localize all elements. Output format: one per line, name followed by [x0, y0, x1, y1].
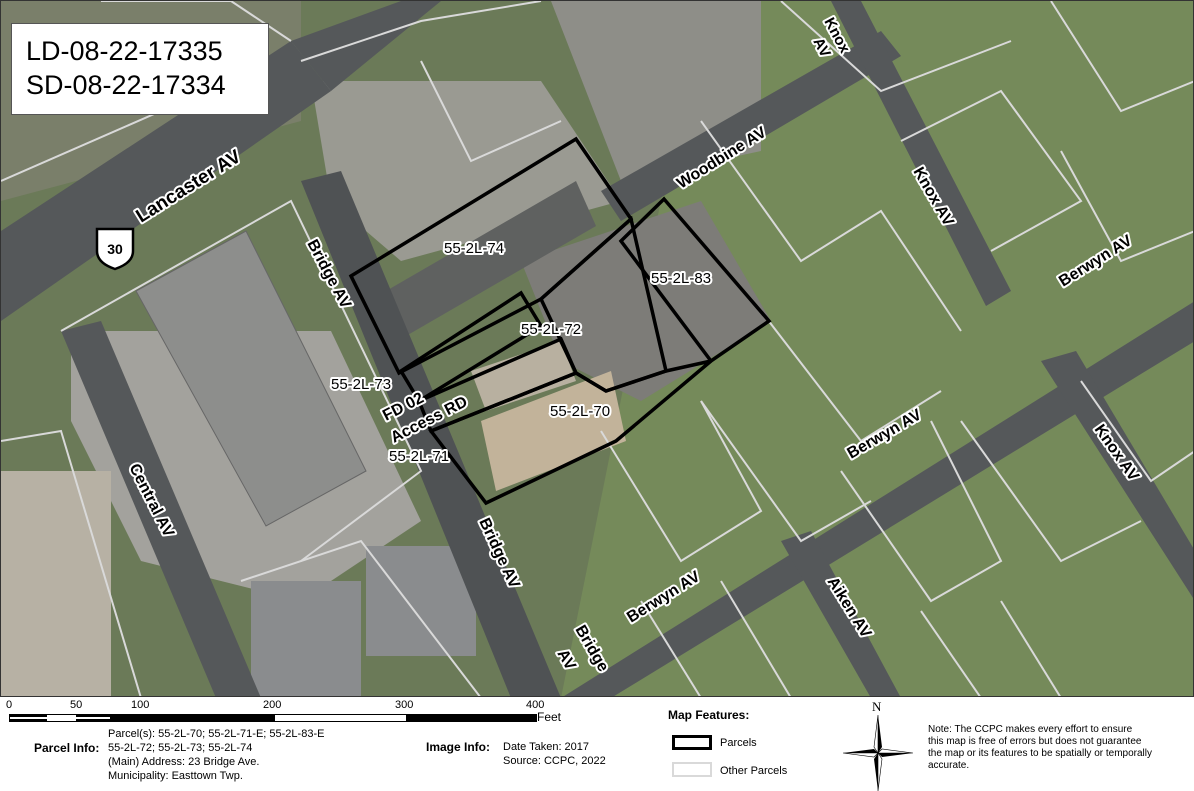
scale-unit: Feet [537, 710, 562, 724]
scale-tick-200: 200 [263, 699, 282, 711]
case-number-sd: SD-08-22-17334 [26, 70, 226, 100]
parcels-legend-label: Parcels [720, 737, 757, 749]
case-number-ld: LD-08-22-17335 [26, 36, 223, 66]
parcel-info-line2: 55-2L-72; 55-2L-73; 55-2L-74 [108, 742, 253, 754]
parcel-info-label: Parcel Info: [34, 741, 100, 755]
building-parcel-74 [386, 181, 596, 336]
woodbine-road [601, 31, 901, 221]
route-number: 30 [107, 241, 123, 257]
disclaimer-line3: the map or its features to be spatially … [928, 748, 1152, 759]
label-parcel-71: 55-2L-71 [389, 448, 449, 465]
north-label: N [872, 699, 882, 714]
other-parcels-legend-label: Other Parcels [720, 765, 788, 777]
parcel-info-line1: Parcel(s): 55-2L-70; 55-2L-71-E; 55-2L-8… [108, 728, 325, 740]
lancaster-road-east [291, 1, 441, 91]
parcel-70-outline [428, 359, 713, 506]
scale-tick-0: 0 [6, 699, 13, 711]
other-parcels [1, 1, 1193, 696]
aerial-map[interactable]: 30 Lancaster AV Bridge AV Bridge AV Brid… [0, 0, 1194, 697]
case-number-box: LD-08-22-17335 SD-08-22-17334 [11, 23, 269, 115]
other-parcels-swatch [672, 762, 712, 777]
label-parcel-83: 55-2L-83 [651, 270, 711, 287]
aiken-road [781, 531, 900, 696]
disclaimer-line4: accurate. [928, 760, 970, 771]
image-info-date: Date Taken: 2017 [503, 741, 590, 753]
map-features-title: Map Features: [668, 708, 750, 722]
north-arrow: N [843, 699, 913, 791]
building-parcel-70 [481, 371, 626, 491]
label-parcel-74: 55-2L-74 [444, 240, 504, 257]
berwyn-road [564, 302, 1193, 696]
image-info-label: Image Info: [426, 740, 491, 754]
label-parcel-72: 55-2L-72 [521, 321, 581, 338]
knox-road [831, 1, 1011, 306]
us-route-shield: 30 [95, 227, 135, 271]
label-parcel-73: 55-2L-73 [331, 376, 391, 393]
image-info-source: Source: CCPC, 2022 [503, 755, 606, 767]
commercial-building-west [135, 230, 367, 527]
scale-tick-400: 400 [526, 699, 545, 711]
scale-tick-100: 100 [131, 699, 150, 711]
compass-rose-icon [843, 715, 913, 791]
building-parcel-73 [471, 341, 576, 411]
scale-bar-frame [9, 714, 537, 722]
parcel-83-outline [618, 196, 772, 364]
map-legend-panel: 0 50 100 200 300 400 Feet Parcel Info: P… [0, 697, 1194, 791]
residential-area [561, 1, 1193, 696]
subject-parcels [348, 136, 772, 506]
scale-tick-50: 50 [70, 699, 83, 711]
townhouses-1 [251, 581, 361, 696]
parcels-swatch [672, 735, 712, 750]
south-west-building [1, 471, 111, 696]
label-parcel-70: 55-2L-70 [550, 403, 610, 420]
parcel-info-address: (Main) Address: 23 Bridge Ave. [108, 756, 260, 768]
central-road [61, 321, 261, 696]
disclaimer-line1: Note: The CCPC makes every effort to ens… [928, 724, 1133, 735]
parcel-info-municipality: Municipality: Easttown Twp. [108, 770, 243, 782]
disclaimer-line2: this map is free of errors but does not … [928, 736, 1142, 747]
scale-tick-300: 300 [395, 699, 414, 711]
parcel-72-outline [398, 290, 544, 404]
knox-road-east [1041, 351, 1193, 598]
